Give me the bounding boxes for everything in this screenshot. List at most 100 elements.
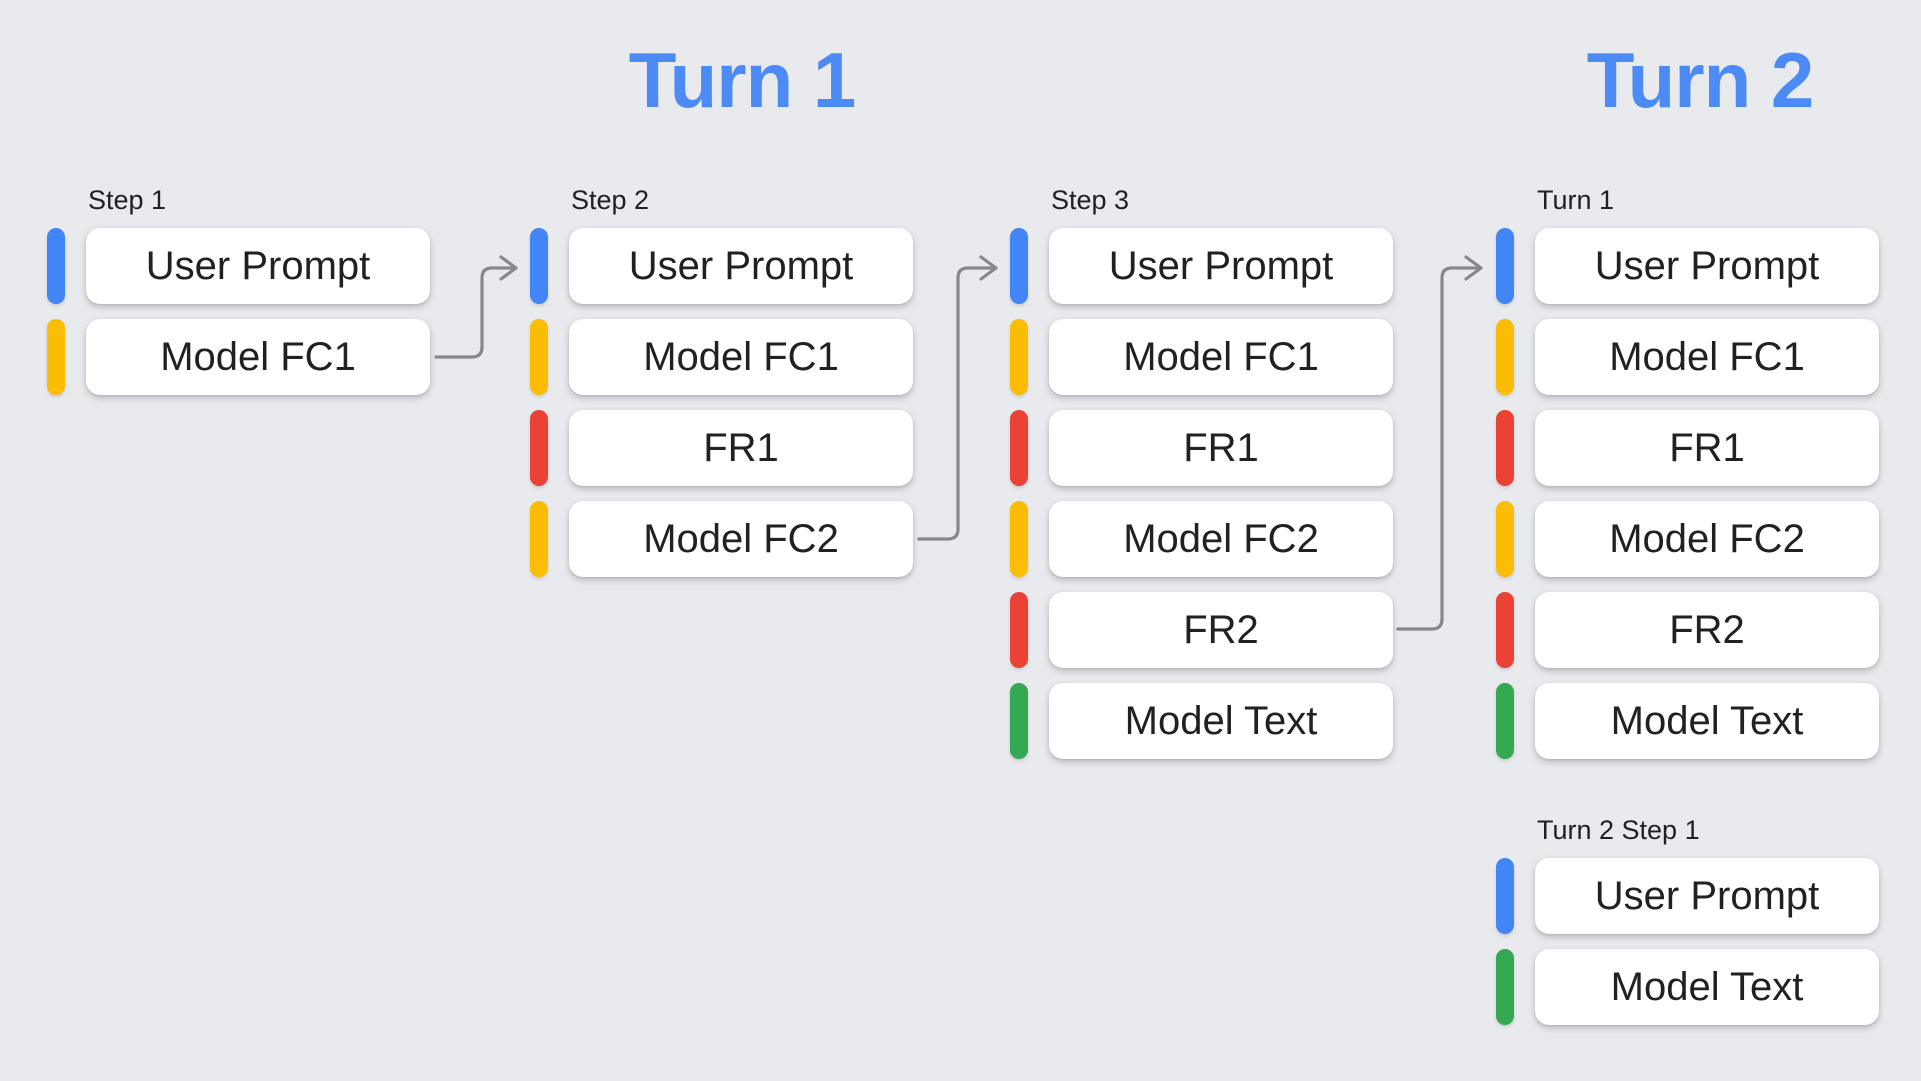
message-box: User Prompt	[1535, 858, 1879, 934]
message-box: Model FC1	[1535, 319, 1879, 395]
message-row: User Prompt	[1010, 228, 1393, 304]
message-box: Model FC1	[86, 319, 430, 395]
column-label: Step 2	[571, 185, 650, 215]
message-rows: User Prompt Model FC1 FR1 Model FC2 FR2 …	[1496, 228, 1879, 759]
column-label: Step 3	[1051, 185, 1130, 215]
function-response-bar	[1010, 410, 1028, 486]
message-box: User Prompt	[1049, 228, 1393, 304]
message-label: Model FC2	[1123, 516, 1319, 561]
message-label: Model Text	[1610, 698, 1804, 743]
function-response-bar	[1010, 592, 1028, 668]
function-response-bar	[1496, 410, 1514, 486]
message-label: Model FC1	[160, 334, 356, 379]
message-box: Model FC2	[569, 501, 913, 577]
column-turn-1-history: Turn 1 User Prompt Model FC1 FR1 Model F…	[1496, 186, 1879, 759]
message-label: FR1	[1669, 425, 1745, 470]
message-box: Model Text	[1535, 683, 1879, 759]
column-label: Step 1	[88, 185, 167, 215]
message-row: FR1	[1010, 410, 1393, 486]
message-row: Model Text	[1010, 683, 1393, 759]
message-box: User Prompt	[86, 228, 430, 304]
message-row: User Prompt	[530, 228, 913, 304]
message-box: Model FC2	[1049, 501, 1393, 577]
message-row: Model FC1	[530, 319, 913, 395]
message-box: Model Text	[1535, 949, 1879, 1025]
message-label: Model FC1	[1609, 334, 1805, 379]
message-box: User Prompt	[569, 228, 913, 304]
message-row: User Prompt	[47, 228, 430, 304]
message-row: FR1	[530, 410, 913, 486]
column-label: Turn 1	[1537, 185, 1615, 215]
message-box: Model FC1	[1049, 319, 1393, 395]
message-row: Model Text	[1496, 683, 1879, 759]
column-label: Turn 2 Step 1	[1537, 815, 1700, 845]
message-box: User Prompt	[1535, 228, 1879, 304]
message-row: Model FC1	[1010, 319, 1393, 395]
arrow-step2-to-step3	[917, 255, 998, 541]
message-row: Model FC1	[47, 319, 430, 395]
message-row: Model Text	[1496, 949, 1879, 1025]
function-response-bar	[530, 410, 548, 486]
message-label: Model FC2	[1609, 516, 1805, 561]
column-step-2: Step 2 User Prompt Model FC1 FR1 Model F…	[530, 186, 913, 577]
model-text-bar	[1496, 683, 1514, 759]
column-step-3: Step 3 User Prompt Model FC1 FR1 Model F…	[1010, 186, 1393, 759]
message-label: FR1	[703, 425, 779, 470]
message-box: FR2	[1535, 592, 1879, 668]
message-box: Model Text	[1049, 683, 1393, 759]
user-prompt-bar	[47, 228, 65, 304]
message-box: FR2	[1049, 592, 1393, 668]
message-row: FR1	[1496, 410, 1879, 486]
turn-2-title: Turn 2	[1586, 36, 1815, 124]
message-row: Model FC2	[1496, 501, 1879, 577]
message-rows: User Prompt Model FC1 FR1 Model FC2	[530, 228, 913, 577]
user-prompt-bar	[1496, 858, 1514, 934]
message-label: Model FC1	[643, 334, 839, 379]
function-response-bar	[1496, 592, 1514, 668]
message-row: User Prompt	[1496, 228, 1879, 304]
message-rows: User Prompt Model Text	[1496, 858, 1879, 1025]
message-label: User Prompt	[1594, 873, 1820, 918]
model-function-call-bar	[1496, 501, 1514, 577]
message-row: Model FC1	[1496, 319, 1879, 395]
message-box: FR1	[569, 410, 913, 486]
message-label: User Prompt	[1108, 243, 1334, 288]
model-text-bar	[1496, 949, 1514, 1025]
message-row: FR2	[1010, 592, 1393, 668]
user-prompt-bar	[1010, 228, 1028, 304]
model-function-call-bar	[1010, 501, 1028, 577]
model-text-bar	[1010, 683, 1028, 759]
message-box: FR1	[1049, 410, 1393, 486]
message-label: Model Text	[1610, 964, 1804, 1009]
message-row: Model FC2	[1010, 501, 1393, 577]
model-function-call-bar	[1010, 319, 1028, 395]
message-label: User Prompt	[628, 243, 854, 288]
model-function-call-bar	[530, 319, 548, 395]
column-step-1: Step 1 User Prompt Model FC1	[47, 186, 430, 395]
model-function-call-bar	[1496, 319, 1514, 395]
message-label: FR1	[1183, 425, 1259, 470]
message-box: Model FC2	[1535, 501, 1879, 577]
message-row: Model FC2	[530, 501, 913, 577]
message-row: User Prompt	[1496, 858, 1879, 934]
message-box: FR1	[1535, 410, 1879, 486]
model-function-call-bar	[530, 501, 548, 577]
turn-1-title: Turn 1	[628, 36, 857, 124]
user-prompt-bar	[530, 228, 548, 304]
message-label: Model Text	[1124, 698, 1318, 743]
message-label: FR2	[1183, 607, 1259, 652]
message-label: FR2	[1669, 607, 1745, 652]
arrow-step3-to-turn2	[1396, 255, 1483, 631]
message-row: FR2	[1496, 592, 1879, 668]
model-function-call-bar	[47, 319, 65, 395]
message-rows: User Prompt Model FC1 FR1 Model FC2 FR2 …	[1010, 228, 1393, 759]
user-prompt-bar	[1496, 228, 1514, 304]
message-label: User Prompt	[145, 243, 371, 288]
message-label: Model FC1	[1123, 334, 1319, 379]
arrow-step1-to-step2	[434, 255, 518, 359]
message-label: User Prompt	[1594, 243, 1820, 288]
message-box: Model FC1	[569, 319, 913, 395]
message-rows: User Prompt Model FC1	[47, 228, 430, 395]
column-turn-2-step-1: Turn 2 Step 1 User Prompt Model Text	[1496, 816, 1879, 1025]
